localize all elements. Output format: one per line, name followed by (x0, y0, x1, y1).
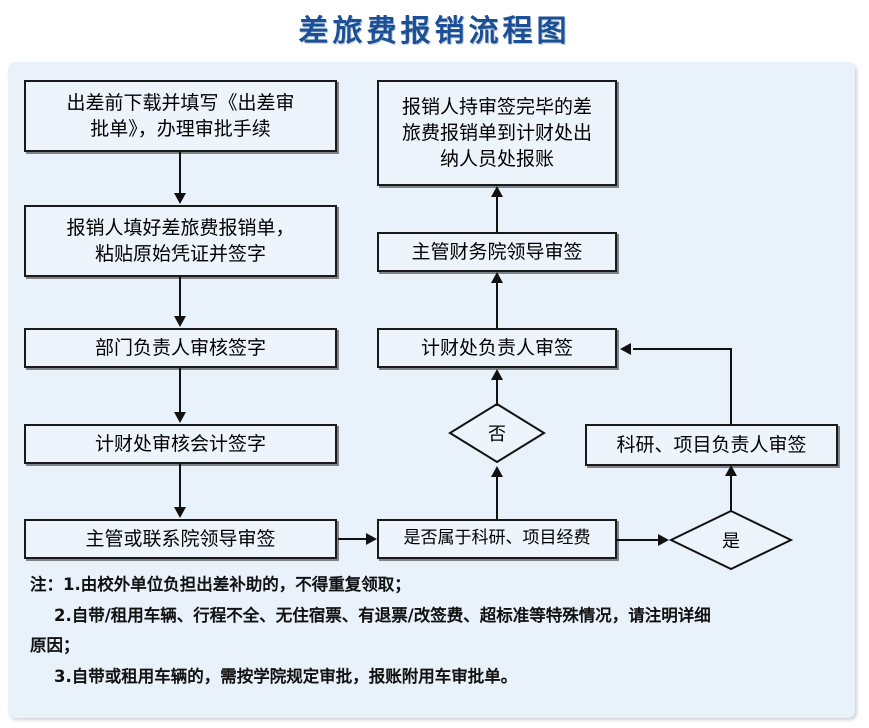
arrowhead-n8-n9 (491, 272, 503, 283)
arrowhead-n7-n8 (620, 343, 631, 355)
node-travel-approval-form[interactable]: 出差前下载并填写《出差审 批单》，办理审批手续 (24, 80, 337, 152)
connector-n5-n6 (338, 538, 368, 540)
connector-n7-left (633, 348, 732, 350)
note-line-4: 3.自带或租用车辆的，需按学院规定审批，报账附用车审批单。 (54, 666, 518, 686)
note-line-2: 2.自带/租用车辆、行程不全、无住宿票、有退票/改签费、超标准等特殊情况，请注明… (54, 605, 711, 625)
arrowhead-n6-yes (658, 534, 669, 546)
connector-n7-up (730, 348, 732, 426)
flowchart-panel: 出差前下载并填写《出差审 批单》，办理审批手续 报销人填好差旅费报销单， 粘贴原… (8, 62, 855, 718)
node-research-project-head-sign[interactable]: 科研、项目负责人审签 (585, 424, 838, 466)
connector-yes-n7 (730, 475, 732, 511)
arrowhead-yes-n7 (725, 465, 737, 476)
diamond-shape-icon (448, 402, 546, 464)
note-line-3: 原因； (30, 636, 80, 656)
connector-n1-n2 (179, 152, 181, 194)
node-cashier-payout[interactable]: 报销人持审签完毕的差 旅费报销单到计财处出 纳人员处报账 (377, 80, 617, 186)
node-finance-vice-president-sign[interactable]: 主管财务院领导审签 (377, 232, 617, 272)
connector-n6-no (496, 476, 498, 520)
diamond-shape-icon (669, 509, 793, 571)
arrowhead-n1-n2 (174, 193, 186, 204)
node-department-head-sign[interactable]: 部门负责人审核签字 (24, 328, 337, 368)
decision-yes[interactable]: 是 (669, 509, 793, 571)
arrowhead-n5-n6 (366, 533, 377, 545)
page-title: 差旅费报销流程图 (298, 14, 571, 49)
arrowhead-n6-no (491, 466, 503, 477)
arrowhead-no-n8 (491, 369, 503, 380)
note-line-1: 注：1.由校外单位负担出差补助的，不得重复领取； (30, 575, 411, 594)
node-is-research-project-fund[interactable]: 是否属于科研、项目经费 (377, 519, 617, 559)
node-fill-reimbursement-form[interactable]: 报销人填好差旅费报销单， 粘贴原始凭证并签字 (24, 205, 337, 277)
connector-n4-n5 (179, 464, 181, 508)
notes-block: 注：1.由校外单位负担出差补助的，不得重复领取； 2.自带/租用车辆、行程不全、… (30, 570, 830, 692)
node-leader-sign[interactable]: 主管或联系院领导审签 (24, 519, 337, 559)
decision-no[interactable]: 否 (448, 402, 546, 464)
connector-n9-n10 (496, 196, 498, 233)
connector-n2-n3 (179, 277, 181, 317)
connector-no-n8 (496, 380, 498, 406)
node-finance-office-head-sign[interactable]: 计财处负责人审签 (377, 328, 617, 368)
connector-n6-yes (617, 539, 660, 541)
node-finance-accountant-sign[interactable]: 计财处审核会计签字 (24, 424, 337, 464)
arrowhead-n9-n10 (491, 186, 503, 197)
connector-n8-n9 (496, 282, 498, 329)
decision-no-label: 否 (488, 424, 506, 445)
connector-n3-n4 (179, 368, 181, 413)
arrowhead-n4-n5 (174, 507, 186, 518)
arrowhead-n2-n3 (174, 316, 186, 327)
arrowhead-n3-n4 (174, 412, 186, 423)
decision-yes-label: 是 (722, 531, 740, 552)
